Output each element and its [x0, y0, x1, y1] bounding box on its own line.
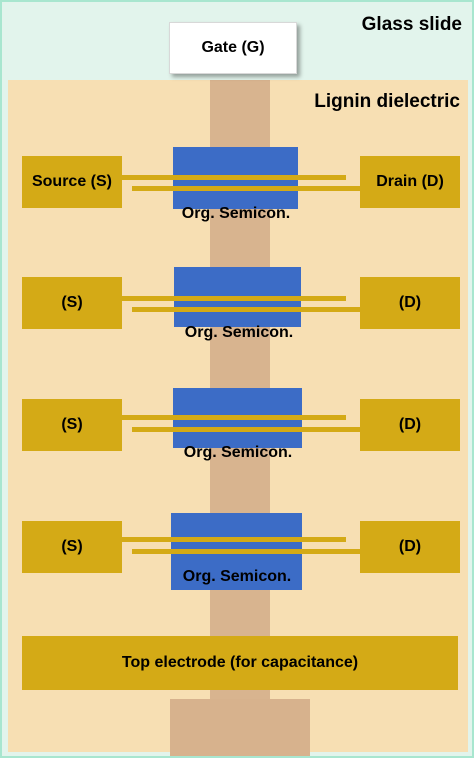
drain-finger-4 [132, 549, 360, 554]
source-pad-3: (S) [22, 399, 122, 451]
drain-pad-4: (D) [360, 521, 460, 573]
glass-slide-label: Glass slide [361, 14, 462, 35]
drain-pad-1: Drain (D) [360, 156, 460, 208]
drain-pad-2: (D) [360, 277, 460, 329]
source-finger-1 [120, 175, 346, 180]
source-finger-2 [120, 296, 346, 301]
semiconductor-label-2: Org. Semicon. [184, 324, 294, 341]
lignin-dielectric-label: Lignin dielectric [314, 91, 460, 112]
source-finger-4 [120, 537, 346, 542]
drain-finger-2 [132, 307, 360, 312]
drain-pad-3: (D) [360, 399, 460, 451]
gate-bottom-pad [170, 699, 310, 756]
top-electrode: Top electrode (for capacitance) [22, 636, 458, 690]
semiconductor-label-3: Org. Semicon. [183, 444, 293, 461]
source-finger-3 [120, 415, 346, 420]
source-pad-4: (S) [22, 521, 122, 573]
source-pad-2: (S) [22, 277, 122, 329]
semiconductor-label-1: Org. Semicon. [181, 205, 291, 222]
drain-finger-3 [132, 427, 360, 432]
source-pad-1: Source (S) [22, 156, 122, 208]
drain-finger-1 [132, 186, 360, 191]
semiconductor-label-4: Org. Semicon. [182, 568, 292, 585]
gate-label-box: Gate (G) [169, 22, 297, 74]
